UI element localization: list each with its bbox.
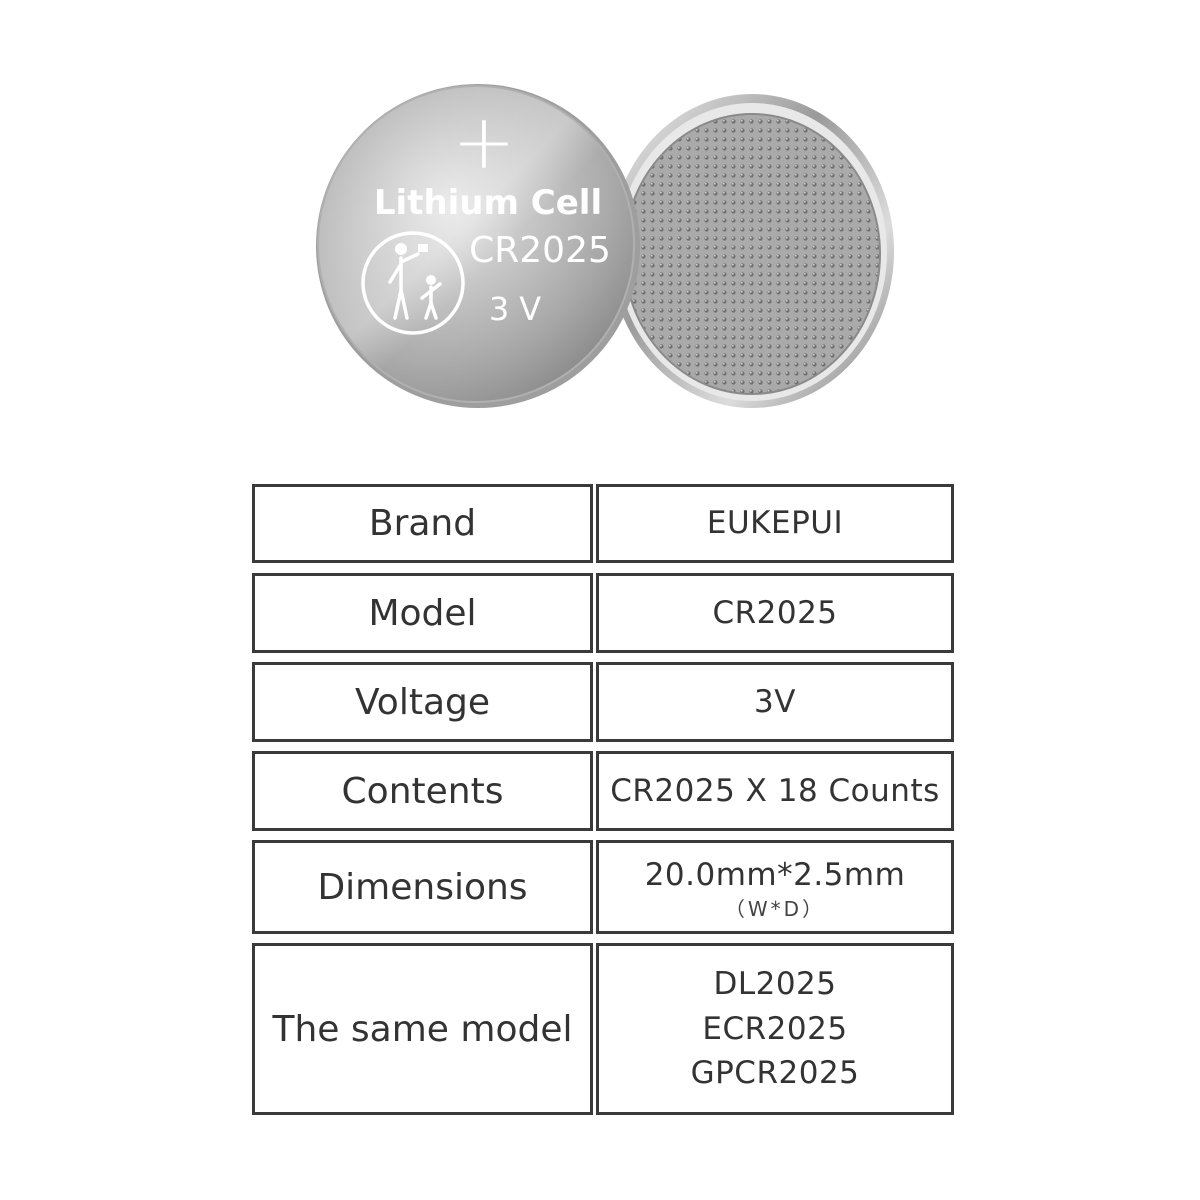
spec-label: Contents xyxy=(252,751,593,831)
spec-value: CR2025 xyxy=(596,573,954,653)
spec-row-brand: Brand EUKEPUI xyxy=(252,484,954,563)
spec-value-text: DL2025 xyxy=(713,965,837,1002)
spec-row-voltage: Voltage 3V xyxy=(252,662,954,742)
spec-label: Brand xyxy=(252,484,593,563)
spec-value-text: 20.0mm*2.5mm xyxy=(644,856,906,893)
spec-label-text: Brand xyxy=(368,503,477,544)
battery-back-side xyxy=(610,94,894,408)
battery-model: CR2025 xyxy=(469,230,611,271)
spec-label-text: Voltage xyxy=(354,681,491,723)
spec-value-note: （W*D） xyxy=(724,897,826,922)
spec-value: 20.0mm*2.5mm （W*D） xyxy=(596,840,954,934)
spec-row-model: Model CR2025 xyxy=(252,573,954,653)
spec-value-text: EUKEPUI xyxy=(706,505,844,542)
spec-label: Model xyxy=(252,573,593,653)
battery-title: Lithium Cell xyxy=(374,183,602,223)
spec-value-text: CR2025 xyxy=(712,594,838,631)
spec-value-text: 3V xyxy=(754,683,796,720)
battery-voltage: 3V xyxy=(489,290,551,328)
spec-row-contents: Contents CR2025 X 18 Counts xyxy=(252,751,954,831)
spec-value-text: GPCR2025 xyxy=(690,1055,860,1092)
spec-value-text: CR2025 X 18 Counts xyxy=(610,772,940,809)
spec-value-text: ECR2025 xyxy=(702,1010,848,1047)
spec-label: Dimensions xyxy=(252,840,593,934)
spec-label: Voltage xyxy=(252,662,593,742)
battery-front-side: + Lithium Cell CR2025 3V xyxy=(316,84,640,408)
spec-label-text: The same model xyxy=(272,1008,573,1050)
battery-plus-sign: + xyxy=(452,97,516,186)
spec-value: DL2025 ECR2025 GPCR2025 xyxy=(596,943,954,1115)
spec-label-text: Model xyxy=(368,592,477,634)
spec-label-text: Dimensions xyxy=(317,866,528,908)
spec-row-same-model: The same model DL2025 ECR2025 GPCR2025 xyxy=(252,943,954,1115)
spec-label-text: Contents xyxy=(341,770,504,812)
spec-value: EUKEPUI xyxy=(596,484,954,563)
spec-label: The same model xyxy=(252,943,593,1115)
spec-value: CR2025 X 18 Counts xyxy=(596,751,954,831)
keep-away-from-children-icon xyxy=(361,231,465,335)
spec-value: 3V xyxy=(596,662,954,742)
spec-row-dimensions: Dimensions 20.0mm*2.5mm （W*D） xyxy=(252,840,954,934)
product-photo: + Lithium Cell CR2025 3V xyxy=(316,84,894,408)
